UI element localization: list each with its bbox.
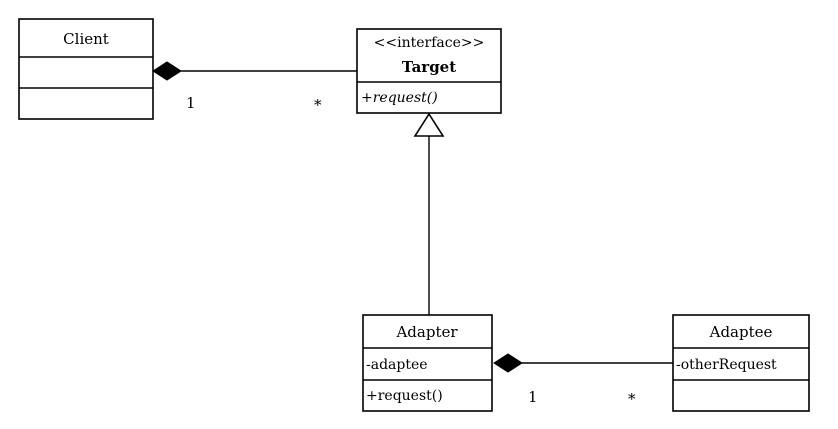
class-target-operation: +request(): [361, 90, 438, 106]
class-target-box: [356, 28, 502, 114]
relation-adapter-adaptee-multiplicity-source: 1: [528, 388, 538, 406]
class-adapter-attribute: -adaptee: [366, 357, 428, 373]
class-adapter-box: [362, 314, 493, 412]
class-adapter[interactable]: Adapter -adaptee +request(): [362, 314, 493, 412]
class-adaptee-box: [672, 314, 810, 412]
composition-diamond-icon: [493, 353, 523, 373]
class-target-stereotype: <<interface>>: [374, 35, 485, 51]
realization-triangle-icon: [413, 112, 445, 137]
class-client-box: [18, 18, 154, 120]
relation-client-target[interactable]: 1 *: [152, 61, 357, 114]
relation-adapter-adaptee-multiplicity-target: *: [628, 390, 636, 408]
class-target[interactable]: <<interface>> Target +request(): [356, 28, 502, 114]
relation-adapter-target[interactable]: [413, 112, 445, 315]
class-client-name: Client: [63, 30, 109, 48]
relation-client-target-multiplicity-target: *: [314, 96, 322, 114]
class-adaptee-attribute: -otherRequest: [676, 357, 777, 373]
class-target-name: Target: [402, 58, 456, 76]
class-client[interactable]: Client: [18, 18, 154, 120]
relation-adapter-adaptee[interactable]: 1 *: [493, 353, 673, 408]
class-adaptee[interactable]: Adaptee -otherRequest: [672, 314, 810, 412]
class-adapter-operation: +request(): [366, 388, 443, 404]
composition-diamond-icon: [152, 61, 182, 81]
class-adapter-name: Adapter: [395, 323, 458, 341]
relation-client-target-multiplicity-source: 1: [186, 94, 196, 112]
class-adaptee-name: Adaptee: [709, 323, 773, 341]
